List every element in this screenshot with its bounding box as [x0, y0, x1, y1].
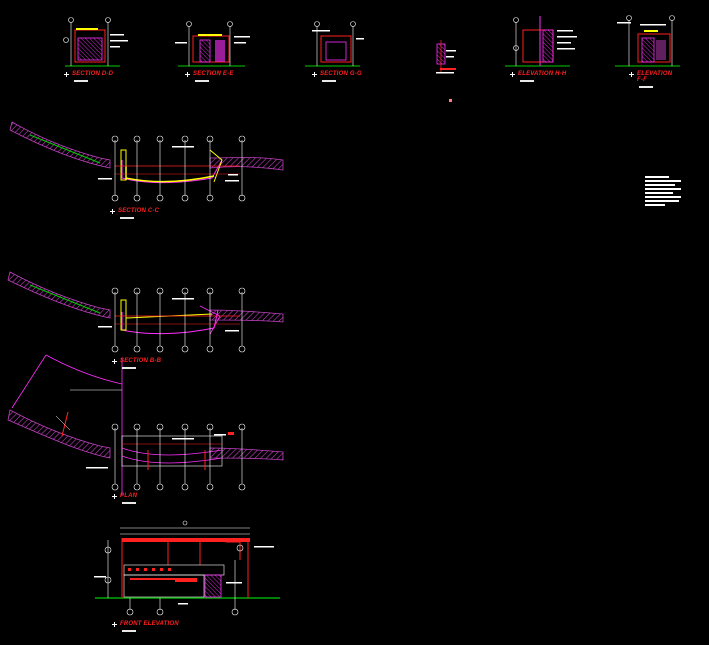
elevation-f-title: ELEVATION F-F [637, 71, 673, 83]
title-bullet [112, 494, 117, 499]
section-b-drawing [7, 271, 284, 353]
title-underline [122, 502, 136, 504]
title-underline [639, 86, 653, 88]
elevation-h-title: ELEVATION H-H [518, 71, 567, 77]
title-underline [120, 217, 134, 219]
detail-drawing [436, 40, 456, 102]
title-bullet [312, 72, 317, 77]
title-bullet [112, 622, 117, 627]
section-e-title: SECTION E-E [193, 71, 234, 77]
elevation-f-drawing [615, 15, 680, 67]
section-d-drawing [63, 17, 128, 67]
section-g-drawing [305, 21, 364, 67]
section-c-drawing [9, 121, 284, 202]
section-c-title: SECTION C-C [118, 208, 160, 214]
section-d-title: SECTION D-D [72, 71, 114, 77]
front-elevation-title: FRONT ELEVATION [120, 621, 179, 627]
title-bullet [510, 72, 515, 77]
title-bullet [185, 72, 190, 77]
title-underline [74, 80, 88, 82]
title-underline [122, 630, 136, 632]
general-notes-block [645, 176, 681, 208]
title-bullet [112, 359, 117, 364]
section-b-title: SECTION B-B [120, 358, 162, 364]
title-underline [520, 80, 534, 82]
elevation-h-drawing [505, 16, 577, 67]
title-underline [322, 80, 336, 82]
section-e-drawing [175, 21, 250, 67]
section-g-title: SECTION G-G [320, 71, 362, 77]
title-bullet [64, 72, 69, 77]
title-bullet [629, 72, 634, 77]
title-underline [195, 80, 209, 82]
front-elevation-drawing [94, 520, 280, 616]
plan-drawing [7, 354, 284, 495]
plan-title: PLAN [120, 493, 138, 499]
title-underline [122, 367, 136, 369]
title-bullet [110, 209, 115, 214]
